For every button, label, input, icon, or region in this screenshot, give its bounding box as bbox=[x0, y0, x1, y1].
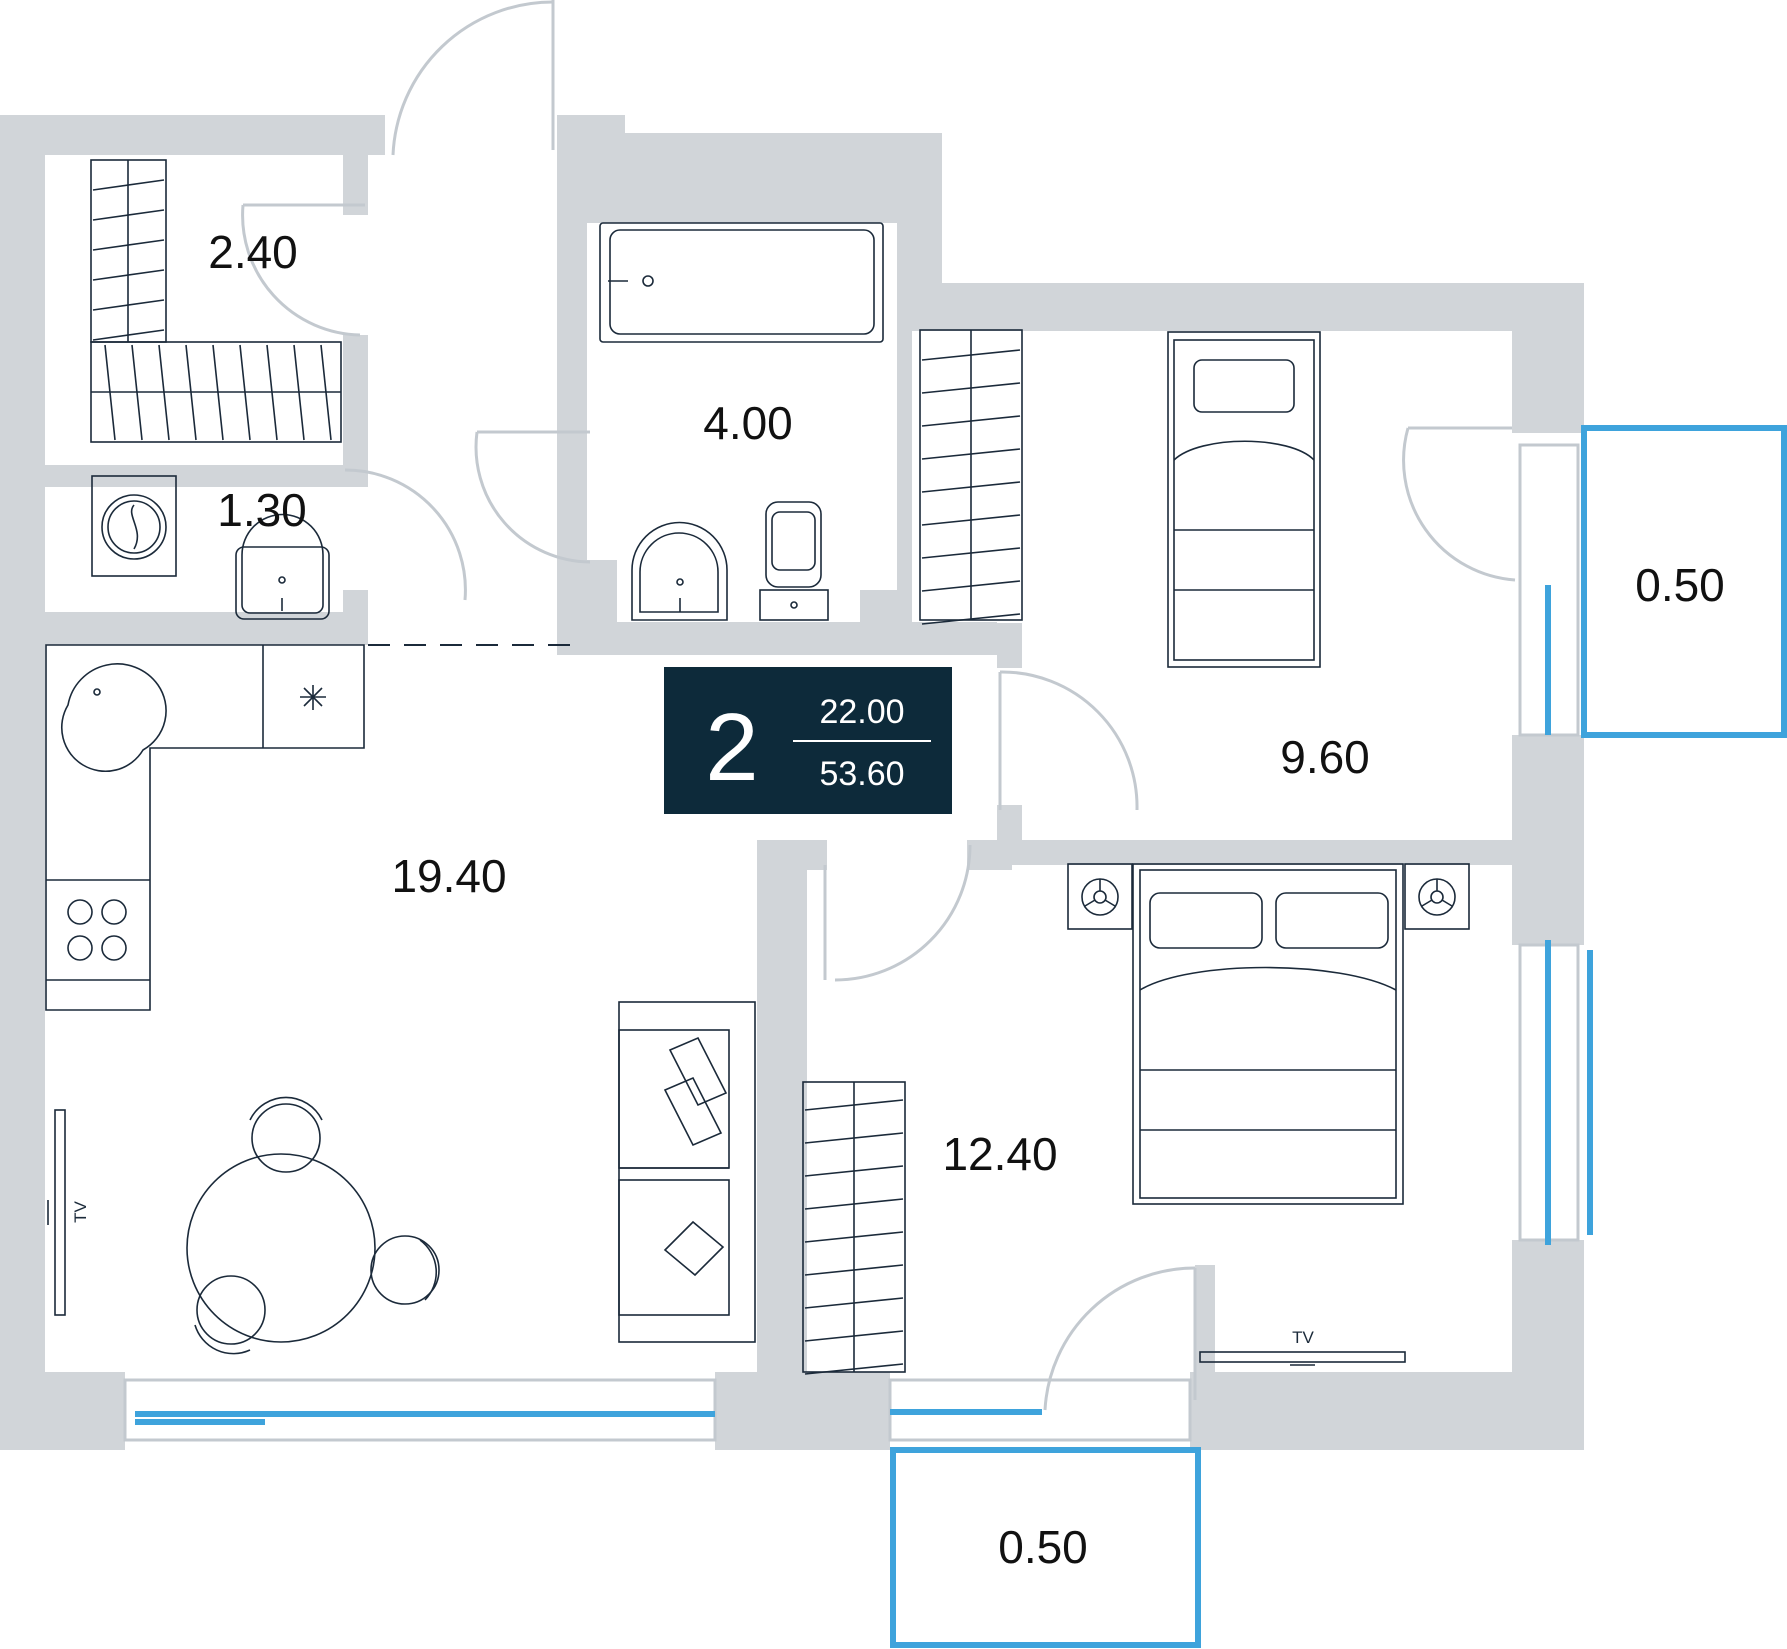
double-bed-icon bbox=[1132, 863, 1404, 1205]
hatch-line bbox=[92, 239, 165, 251]
hatch-line bbox=[804, 1297, 904, 1309]
area-bathroom: 4.00 bbox=[703, 397, 793, 449]
tv-icon: TV bbox=[47, 1109, 90, 1316]
toilet-icon bbox=[759, 501, 829, 621]
tv-label: TV bbox=[1292, 1328, 1314, 1347]
hatch-line bbox=[293, 344, 305, 441]
hatch-line bbox=[804, 1099, 904, 1111]
hatch-line bbox=[92, 179, 165, 191]
hatch-line bbox=[320, 344, 332, 441]
hatch-line bbox=[92, 209, 165, 221]
area-labels: 2.40 1.30 4.00 9.60 0.50 19.40 12.40 0.5… bbox=[208, 226, 1725, 1573]
nightstand-lamp-icon bbox=[1067, 863, 1133, 930]
hatch-line bbox=[104, 344, 116, 441]
area-living-kitchen: 19.40 bbox=[391, 850, 506, 902]
hatch-line bbox=[804, 1165, 904, 1177]
hatch-line bbox=[804, 1363, 904, 1375]
hatch-line bbox=[239, 344, 251, 441]
hatch-line bbox=[921, 613, 1021, 625]
wardrobe-hatch bbox=[92, 179, 332, 441]
area-balcony-east: 0.50 bbox=[1635, 559, 1725, 611]
area-laundry: 1.30 bbox=[217, 484, 307, 536]
balconies bbox=[890, 425, 1787, 1648]
hatch-line bbox=[804, 1231, 904, 1243]
dining-table-icon bbox=[186, 1096, 440, 1355]
nightstand-lamp-icon bbox=[1404, 863, 1470, 930]
hatch-line bbox=[158, 344, 170, 441]
rooms-count: 2 bbox=[705, 694, 758, 801]
hatch-line bbox=[921, 547, 1021, 559]
hatch-line bbox=[921, 349, 1021, 361]
kitchen-counter bbox=[45, 644, 365, 1011]
hatch-line bbox=[92, 329, 165, 341]
kitchen-sink-icon bbox=[60, 663, 167, 773]
hatch-line bbox=[921, 580, 1021, 592]
fridge-icon bbox=[300, 685, 326, 710]
single-bed-icon bbox=[1167, 331, 1321, 668]
total-area: 53.60 bbox=[819, 755, 904, 793]
hatch-line bbox=[266, 344, 278, 441]
hatch-line bbox=[804, 1132, 904, 1144]
area-wardrobe: 2.40 bbox=[208, 226, 298, 278]
hatch-line bbox=[92, 299, 165, 311]
small-bedroom-wardrobe bbox=[919, 329, 1023, 621]
hatch-line bbox=[212, 344, 224, 441]
hatch-line bbox=[804, 1198, 904, 1210]
tv-icon: TV bbox=[1199, 1328, 1406, 1366]
bathtub-icon bbox=[599, 222, 884, 343]
hatch-line bbox=[185, 344, 197, 441]
doors bbox=[241, 0, 1516, 1411]
bathroom-sink-icon bbox=[631, 521, 728, 621]
area-bedroom-small: 9.60 bbox=[1280, 731, 1370, 783]
walls bbox=[0, 115, 1584, 1450]
living-area: 22.00 bbox=[819, 693, 904, 731]
sofa-icon bbox=[618, 1001, 756, 1343]
hatch-line bbox=[804, 1264, 904, 1276]
hatch-line bbox=[804, 1330, 904, 1342]
summary-badge: 2 22.00 53.60 bbox=[664, 667, 952, 814]
stove-icon bbox=[67, 899, 127, 961]
hatch-line bbox=[921, 382, 1021, 394]
hatch-line bbox=[921, 448, 1021, 460]
main-bedroom-wardrobe bbox=[802, 1081, 906, 1373]
hatch-line bbox=[921, 415, 1021, 427]
hatch-line bbox=[92, 269, 165, 281]
hatch-line bbox=[131, 344, 143, 441]
windows bbox=[123, 443, 1593, 1442]
wardrobe-hatch-2 bbox=[804, 349, 1021, 1375]
wardrobe-shelves bbox=[90, 159, 342, 443]
area-balcony-south: 0.50 bbox=[998, 1521, 1088, 1573]
hatch-line bbox=[921, 514, 1021, 526]
washing-machine-icon bbox=[91, 475, 177, 577]
area-bedroom-main: 12.40 bbox=[942, 1128, 1057, 1180]
tv-label: TV bbox=[71, 1200, 90, 1222]
laundry-sink-icon bbox=[235, 513, 330, 620]
hatch-line bbox=[921, 481, 1021, 493]
